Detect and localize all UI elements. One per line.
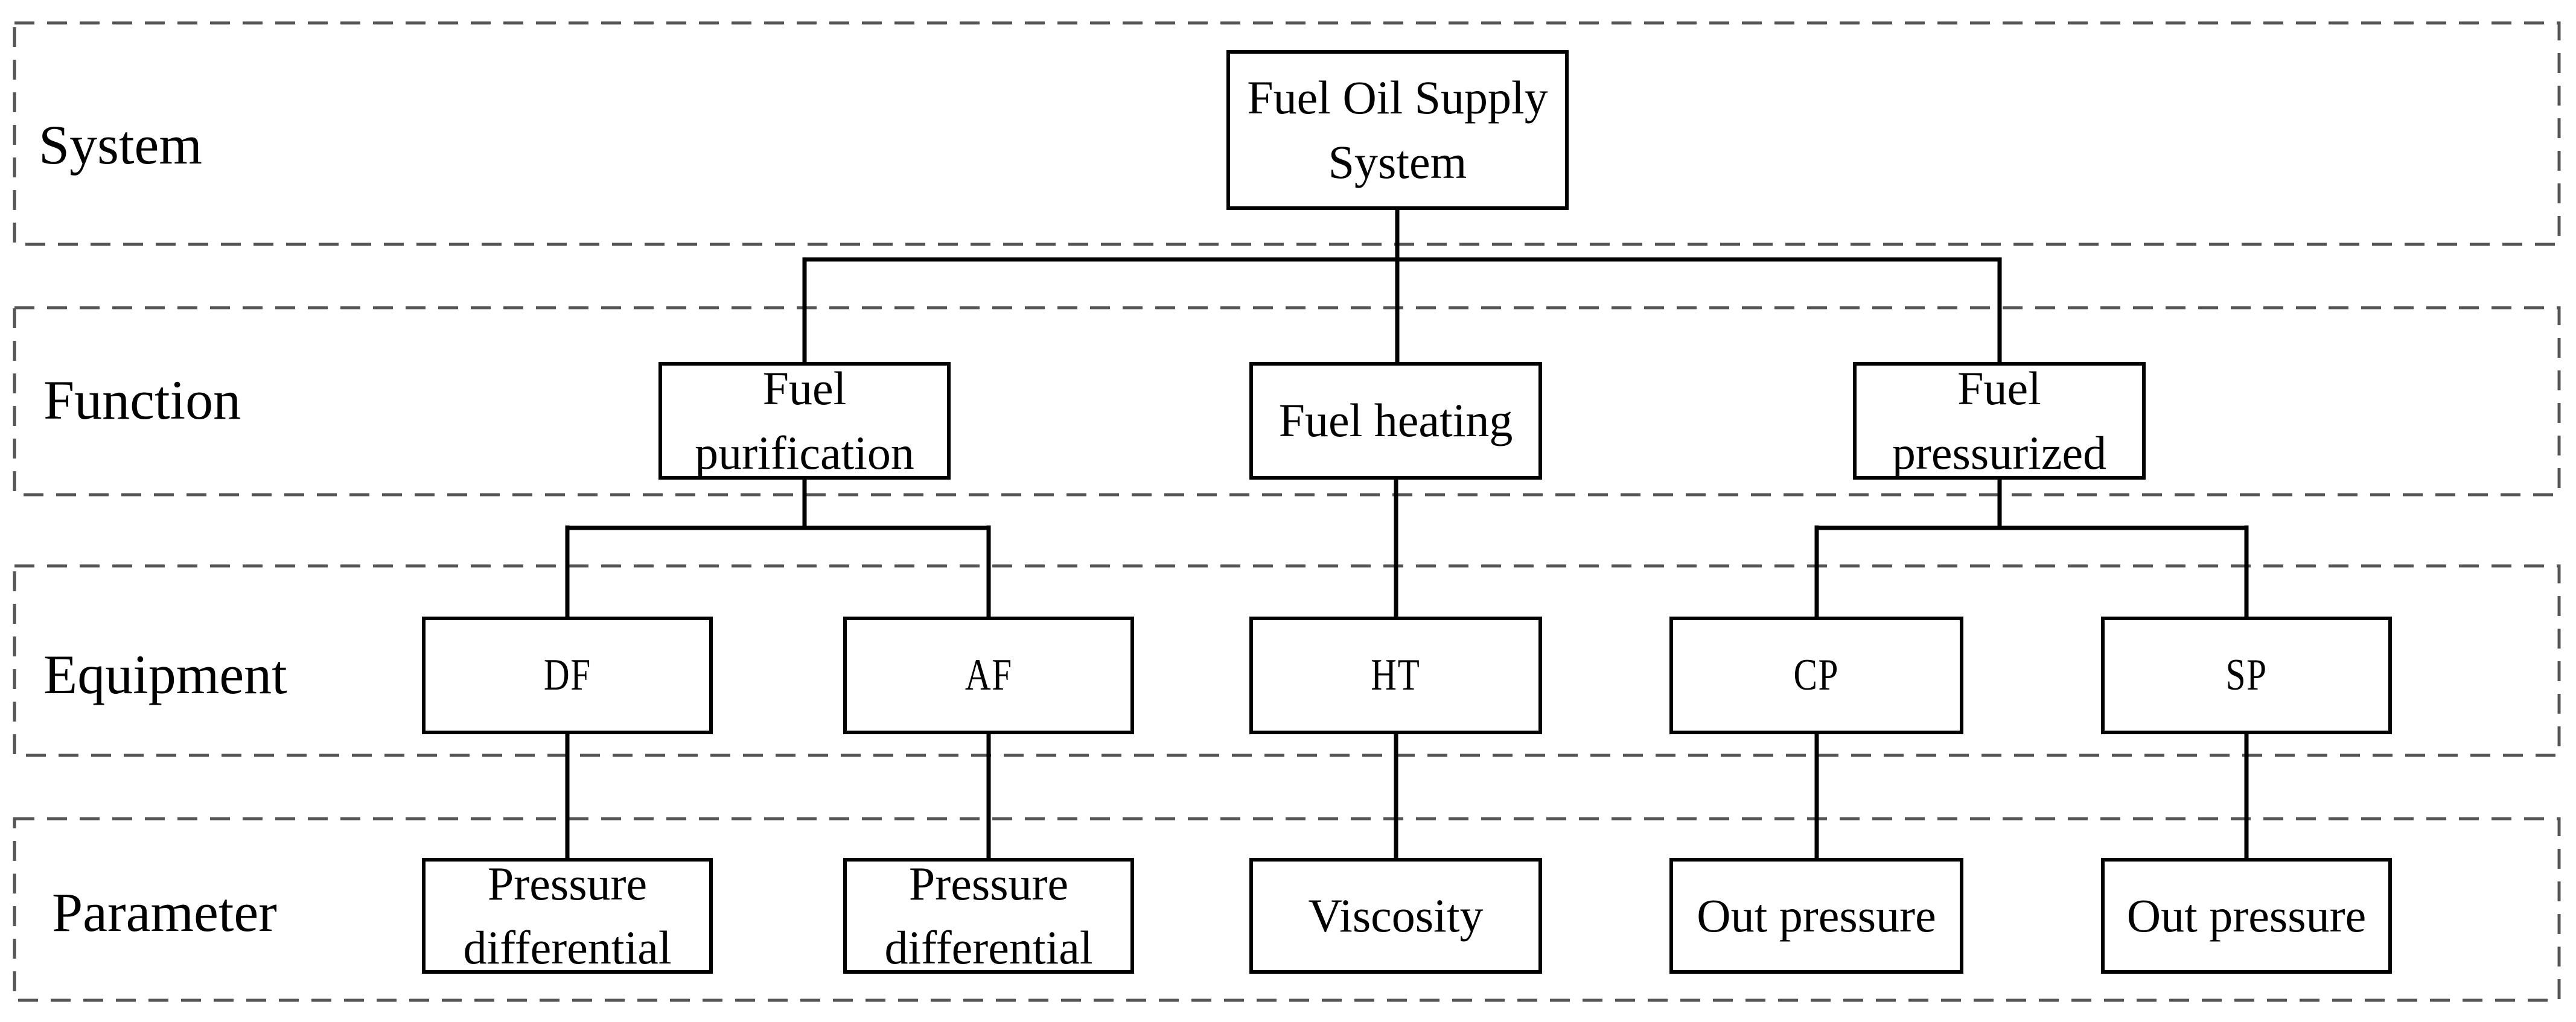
- row-label-system: System: [39, 114, 202, 176]
- equipment-code-cp: CP: [1793, 650, 1840, 700]
- node-equipment-df: DF: [422, 617, 713, 734]
- node-equipment-ht: HT: [1249, 617, 1542, 734]
- node-equipment-af: AF: [843, 617, 1134, 734]
- node-param-out-pressure-cp: Out pressure: [1669, 858, 1963, 974]
- node-fuel-pressurized: Fuel pressurized: [1853, 362, 2146, 480]
- band-equipment: [13, 564, 2561, 757]
- node-equipment-cp: CP: [1669, 617, 1963, 734]
- node-fuel-heating: Fuel heating: [1249, 362, 1542, 480]
- row-label-equipment: Equipment: [43, 644, 287, 705]
- band-parameter: [13, 817, 2561, 1002]
- node-fuel-oil-supply-system: Fuel Oil Supply System: [1226, 50, 1569, 210]
- band-function: [13, 306, 2561, 497]
- node-fuel-purification: Fuel purification: [658, 362, 951, 480]
- band-system: [13, 21, 2561, 246]
- node-param-pressure-differential-af: Pressure differential: [843, 857, 1134, 974]
- row-label-function: Function: [43, 369, 241, 431]
- equipment-code-ht: HT: [1371, 650, 1421, 700]
- equipment-code-af: AF: [964, 650, 1013, 700]
- node-param-viscosity: Viscosity: [1249, 858, 1542, 974]
- node-param-out-pressure-sp: Out pressure: [2101, 858, 2392, 974]
- row-label-parameter: Parameter: [52, 881, 277, 943]
- node-param-pressure-differential-df: Pressure differential: [422, 857, 713, 974]
- node-equipment-sp: SP: [2101, 617, 2392, 734]
- equipment-code-df: DF: [543, 650, 591, 700]
- equipment-code-sp: SP: [2225, 650, 2268, 700]
